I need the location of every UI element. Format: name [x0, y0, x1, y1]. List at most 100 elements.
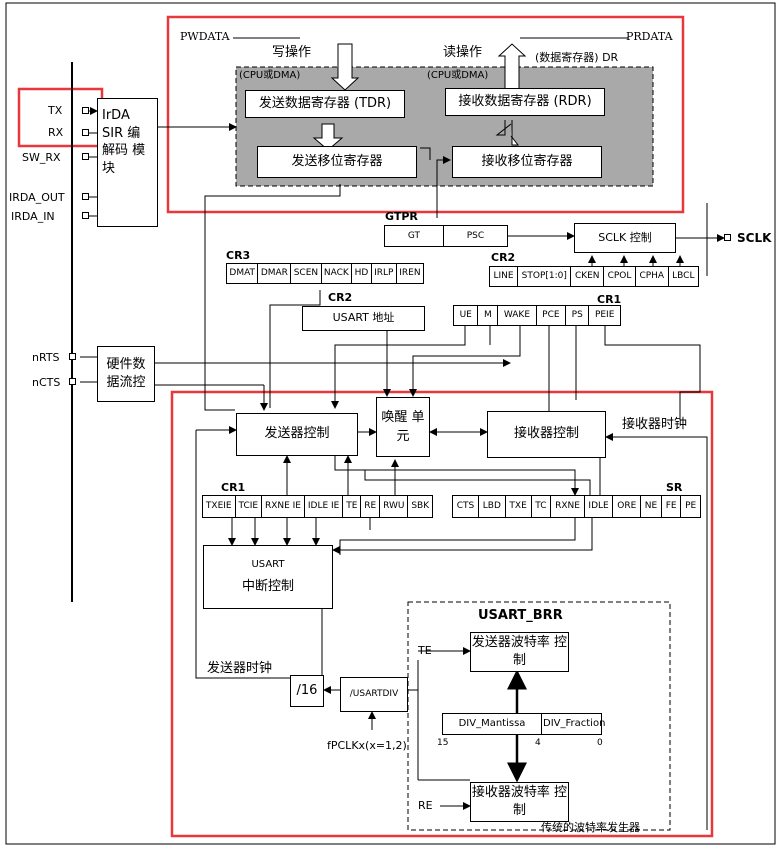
div16-block: /16 — [290, 675, 324, 707]
cr3-bit: IREN — [399, 268, 421, 278]
cr2-address-title: CR2 — [328, 291, 353, 304]
usart-brr-title: USART_BRR — [478, 608, 563, 623]
usart-address-field: USART 地址 — [302, 306, 425, 331]
hw-flow-control-block: 硬件数 据流控 — [97, 346, 155, 402]
write-op-label: 写操作 — [272, 45, 312, 60]
pin-rx-label: RX — [48, 126, 64, 139]
cr1-bottom-bit: RE — [361, 496, 381, 517]
cr1-top-bit: PS — [566, 306, 590, 325]
cr2-bit: LBCL — [672, 271, 695, 281]
cr1-top-bit: PCE — [537, 306, 567, 325]
tx-shift-register: 发送移位寄存器 — [257, 146, 417, 178]
fpclk-label: fPCLKx(x=1,2) — [327, 739, 407, 752]
sr-bit: NE — [641, 496, 662, 517]
brr-footer-label: 传统的波特率发生器 — [541, 821, 640, 834]
transmitter-clock-label: 发送器时钟 — [207, 661, 273, 676]
cr2-bit: CPHA — [636, 267, 669, 286]
sr-bit: RXNE — [551, 496, 585, 517]
brr-register: DIV_Mantissa DIV_Fraction — [442, 713, 605, 735]
pin-ncts-label: nCTS — [32, 376, 61, 389]
cr3-bit: NACK — [322, 264, 353, 283]
cr1-bottom-bit: RXNE IE — [262, 496, 305, 517]
cr1-top-bit: UE — [454, 306, 479, 325]
pin-tx-label: TX — [48, 104, 63, 117]
cr3-bit: HD — [352, 264, 372, 283]
pin-sclk-label: SCLK — [737, 231, 772, 245]
rx-pin-marker — [82, 129, 89, 136]
sr-bit: ORE — [613, 496, 642, 517]
cr3-title: CR3 — [226, 249, 251, 262]
wakeup-unit-block: 唤醒 单元 — [376, 397, 430, 457]
cr1-bottom-bit: TXEIE — [203, 496, 236, 517]
sw-rx-pin-marker — [82, 153, 89, 160]
gtpr-gt-field: GT — [385, 226, 444, 246]
sr-bit: PE — [685, 501, 697, 511]
pin-sw-rx-label: SW_RX — [22, 151, 61, 164]
pin-nrts-label: nRTS — [32, 351, 60, 364]
pin-irda-out-label: IRDA_OUT — [9, 191, 65, 204]
cr2-bit: CKEN — [571, 267, 605, 286]
cr2-bit: CPOL — [604, 267, 636, 286]
sr-bit: IDLE — [585, 496, 614, 517]
cr1-top-bit: M — [478, 306, 499, 325]
sclk-control-block: SCLK 控制 — [574, 223, 676, 253]
prdata-label: PRDATA — [626, 30, 673, 43]
sr-bit: CTS — [453, 496, 480, 517]
cr1-bottom-title: CR1 — [221, 481, 246, 494]
gtpr-register: GT PSC — [384, 225, 508, 247]
irq-line2: 中断控制 — [241, 579, 294, 595]
irda-in-pin-marker — [82, 212, 89, 219]
cpu-dma-read-label: (CPU或DMA) — [427, 70, 489, 81]
rdr-register: 接收数据寄存器 (RDR) — [445, 88, 605, 116]
gtpr-title: GTPR — [385, 210, 418, 223]
cr1-top-bit: WAKE — [498, 306, 537, 325]
sclk-pin-marker — [724, 234, 731, 241]
div-mantissa-field: DIV_Mantissa — [443, 714, 542, 734]
brr-re-label: RE — [418, 799, 433, 812]
irda-codec-block: IrDA SIR 编解码 模块 — [97, 98, 158, 227]
cr3-bit: SCEN — [291, 264, 322, 283]
ncts-pin-marker — [69, 378, 76, 385]
rx-baud-rate-control: 接收器波特率 控制 — [470, 782, 569, 822]
sr-bit: TC — [532, 496, 552, 517]
brr-bit0-label: 0 — [597, 738, 603, 748]
cr3-bit: DMAR — [258, 264, 292, 283]
cr1-top-title: CR1 — [597, 293, 622, 306]
cr1-bottom-bit: IDLE IE — [305, 496, 344, 517]
read-op-label: 读操作 — [443, 45, 483, 60]
usart-interrupt-control-block: USART 中断控制 — [203, 545, 333, 609]
brr-bit4-label: 4 — [535, 738, 541, 748]
cr1-bottom-bit: RWU — [380, 496, 409, 517]
cr2-title: CR2 — [491, 251, 516, 264]
cr2-bit: LINE — [490, 267, 519, 286]
div-fraction-field: DIV_Fraction — [543, 718, 606, 729]
brr-te-label: TE — [418, 644, 432, 657]
transmitter-control-block: 发送器控制 — [236, 413, 358, 456]
cr1-bottom-bit: TCIE — [236, 496, 263, 517]
cr3-bit: DMAT — [227, 264, 259, 283]
usartdiv-block: /USARTDIV — [340, 677, 408, 712]
sr-bit: TXE — [506, 496, 532, 517]
tx-pin-marker — [82, 107, 89, 114]
cr1-bottom-bit: TE — [343, 496, 362, 517]
cr2-bit: STOP[1:0] — [518, 267, 572, 286]
rx-shift-register: 接收移位寄存器 — [452, 146, 602, 178]
pin-irda-in-label: IRDA_IN — [11, 210, 55, 223]
cpu-dma-write-label: (CPU或DMA) — [239, 70, 301, 81]
tdr-register: 发送数据寄存器 (TDR) — [245, 90, 405, 118]
cr1-bottom-bit: SBK — [411, 501, 430, 511]
irda-out-pin-marker — [82, 193, 89, 200]
nrts-pin-marker — [69, 353, 76, 360]
cr1-top-bit: PEIE — [594, 310, 615, 320]
sr-bit: FE — [662, 496, 682, 517]
receiver-control-block: 接收器控制 — [487, 411, 606, 458]
pwdata-label: PWDATA — [180, 30, 230, 43]
tx-baud-rate-control: 发送器波特率 控制 — [470, 632, 569, 672]
cr3-bit: IRLP — [372, 264, 397, 283]
